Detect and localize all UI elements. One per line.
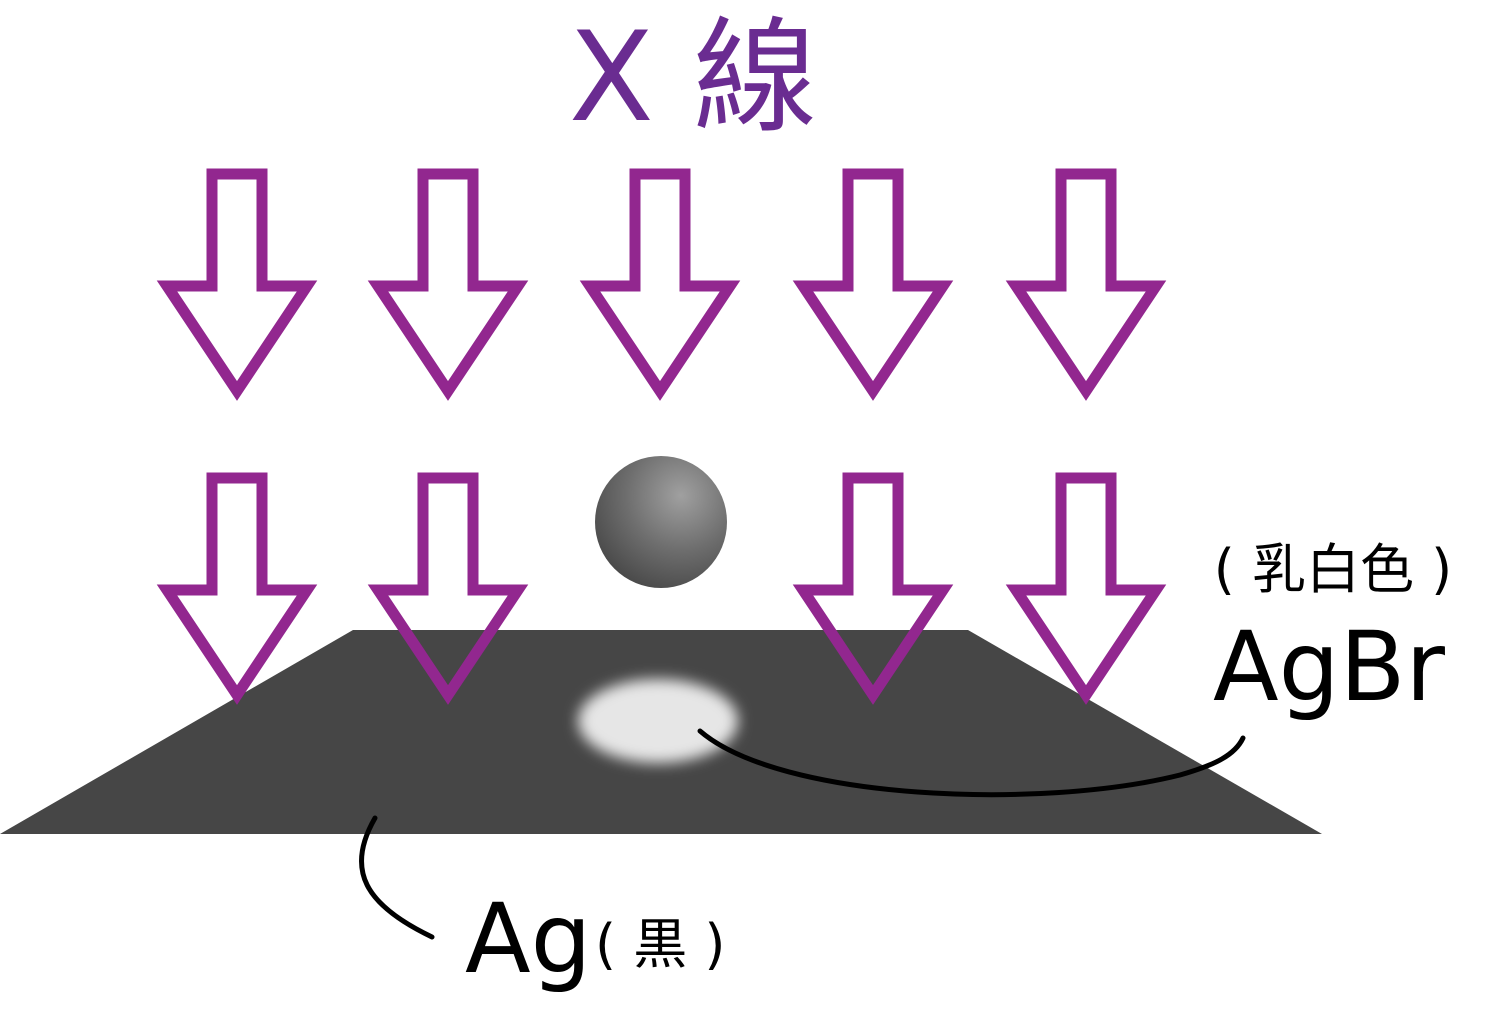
ag-label: Ag — [465, 883, 592, 995]
agbr-color-label: ( 乳白色 ) — [1214, 538, 1452, 601]
down-arrow-icon — [1005, 472, 1167, 705]
down-arrow-icon — [367, 472, 529, 705]
ag-color-label: ( 黒 ) — [595, 913, 725, 976]
title: X 線 — [569, 6, 817, 150]
down-arrow-icon — [156, 472, 318, 705]
agbr-leader-line — [697, 728, 1246, 798]
down-arrow-icon — [579, 168, 741, 401]
down-arrow-icon — [1005, 168, 1167, 401]
down-arrow-icon — [792, 168, 954, 401]
unexposed-agbr-spot — [578, 679, 738, 763]
arrow-row-upper — [156, 168, 1167, 401]
sphere-icon — [595, 456, 727, 588]
down-arrow-icon — [156, 168, 318, 401]
arrow-row-lower — [156, 472, 1167, 705]
ag-leader-line — [358, 815, 435, 940]
down-arrow-icon — [367, 168, 529, 401]
agbr-label: AgBr — [1213, 611, 1445, 723]
down-arrow-icon — [792, 472, 954, 705]
